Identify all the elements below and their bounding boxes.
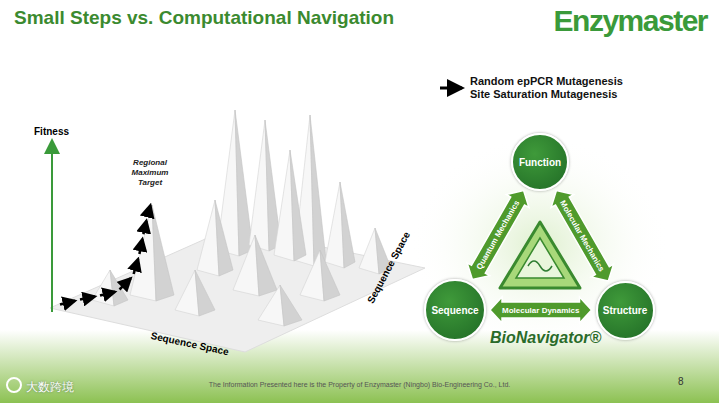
peak-face: [130, 205, 156, 301]
product-name: BioNavigator®: [490, 329, 601, 347]
inner-triangle: [500, 222, 580, 288]
page-number: 8: [678, 376, 684, 387]
node-text: Sequence: [431, 305, 478, 316]
peak-face: [258, 285, 284, 326]
peak-face: [233, 235, 259, 296]
fitness-peaks: [92, 110, 391, 326]
peak-face: [310, 115, 326, 266]
concept-circle: Sequence: [424, 279, 486, 341]
peak-face: [255, 235, 277, 296]
slide-title: Small Steps vs. Computational Navigation: [14, 7, 394, 29]
axis-label: Fitness: [34, 126, 69, 137]
fitness-axis: [51, 142, 53, 312]
mutation-step: [100, 292, 115, 296]
concept-circle: Structure: [596, 281, 655, 340]
watermark-icon: [7, 378, 21, 392]
peak-face: [290, 150, 306, 261]
watermark: 大数跨境: [26, 379, 74, 396]
peak-face: [152, 205, 174, 301]
mutation-step: [134, 259, 139, 274]
footer-band: [0, 330, 719, 403]
double-arrow: [490, 297, 592, 323]
node-text: Structure: [603, 305, 647, 316]
double-arrow: [551, 191, 614, 281]
footer-note: The Information Presented here is the Pr…: [0, 381, 719, 388]
peak-face: [320, 250, 340, 301]
edge-label: Molecular Dynamics: [500, 305, 581, 316]
peak-face: [280, 285, 302, 326]
mutation-step: [147, 205, 150, 216]
navigator-icon: [528, 261, 552, 271]
inner-triangle-core: [516, 238, 564, 278]
mutation-step: [80, 297, 95, 300]
peak-face: [340, 182, 355, 268]
mutation-step: [143, 221, 146, 235]
peak-face: [215, 200, 233, 276]
concept-circle: Function: [511, 133, 569, 191]
double-arrow: [467, 191, 529, 280]
mutation-step: [60, 301, 75, 305]
company-logo: Enzymaster: [554, 4, 707, 38]
peak-face: [195, 270, 215, 316]
legend-text: Random epPCR Mutagenesis Site Saturation…: [470, 75, 636, 101]
callout-label: Regional Maximum Target: [126, 158, 174, 188]
mutation-step: [120, 278, 131, 289]
node-text: Function: [519, 157, 561, 168]
legend-arrow: [440, 87, 462, 90]
mutation-step: [139, 239, 142, 254]
peak-face: [110, 270, 128, 306]
